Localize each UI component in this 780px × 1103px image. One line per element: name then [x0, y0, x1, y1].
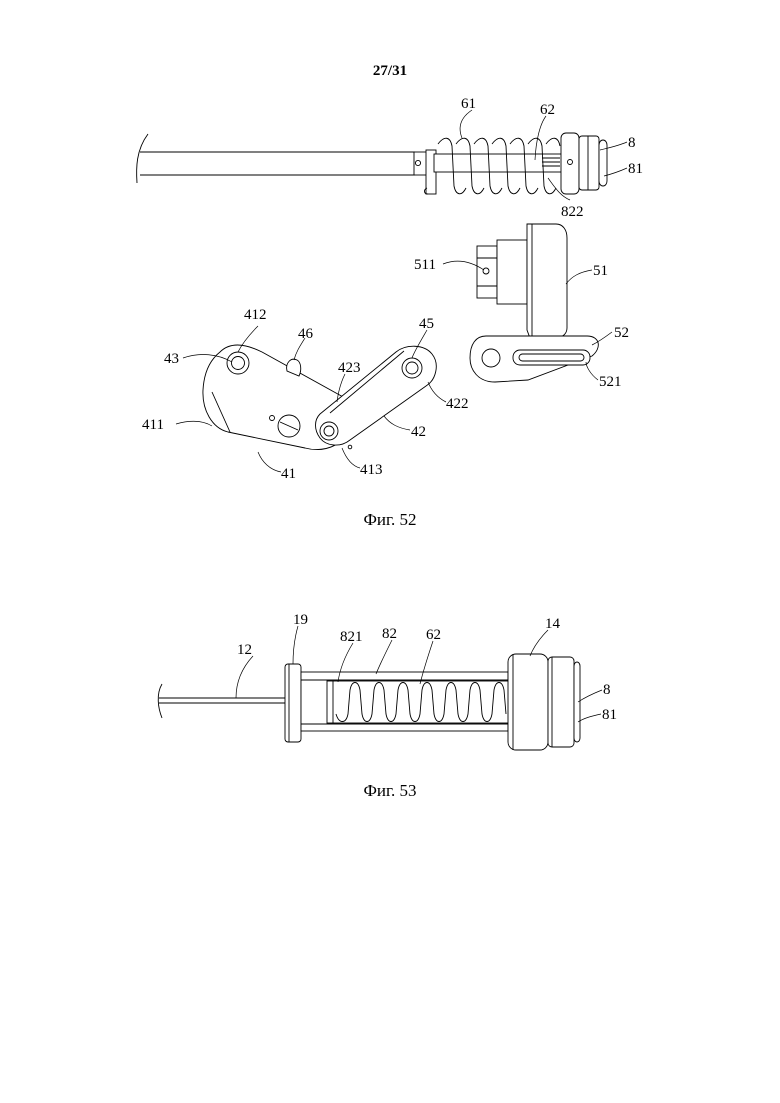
label-8-fig53: 8: [603, 682, 611, 698]
label-412: 412: [244, 307, 267, 323]
label-14: 14: [545, 616, 561, 632]
label-521: 521: [599, 374, 622, 390]
label-45: 45: [419, 316, 434, 332]
label-511: 511: [414, 257, 436, 273]
figure-53-drawing: [158, 626, 602, 750]
label-62-fig53: 62: [426, 627, 441, 643]
label-41: 41: [281, 466, 296, 482]
end-cap: [561, 133, 607, 194]
label-62: 62: [540, 102, 555, 118]
figure-53-caption: Фиг. 53: [0, 781, 780, 801]
label-61: 61: [461, 96, 476, 112]
figure-52-caption: Фиг. 52: [0, 510, 780, 530]
label-821: 821: [340, 629, 363, 645]
plate-52: [470, 336, 598, 382]
label-81-fig53: 81: [602, 707, 617, 723]
shaft: [137, 134, 564, 194]
label-423: 423: [338, 360, 361, 376]
label-46: 46: [298, 326, 314, 342]
bracket-51: [477, 224, 567, 338]
label-413: 413: [360, 462, 383, 478]
label-43: 43: [164, 351, 179, 367]
label-19: 19: [293, 612, 308, 628]
label-51: 51: [593, 263, 608, 279]
label-822: 822: [561, 204, 584, 220]
label-52: 52: [614, 325, 629, 341]
label-82: 82: [382, 626, 397, 642]
figure-52-drawing: [137, 110, 627, 472]
label-8: 8: [628, 135, 636, 151]
label-42: 42: [411, 424, 426, 440]
label-422: 422: [446, 396, 469, 412]
label-81: 81: [628, 161, 643, 177]
label-12: 12: [237, 642, 252, 658]
label-411: 411: [142, 417, 164, 433]
